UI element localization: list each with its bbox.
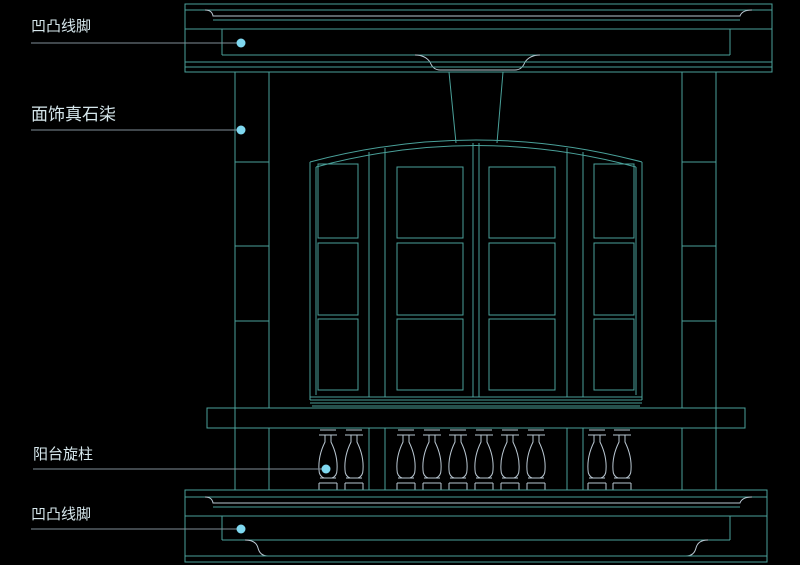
baluster	[448, 429, 468, 491]
baluster	[500, 429, 520, 491]
leader-dot	[236, 524, 246, 534]
baluster	[422, 429, 442, 491]
leader-dot	[321, 464, 331, 474]
right-pilaster	[681, 71, 717, 490]
balcony-slab	[206, 407, 746, 491]
left-pilaster	[234, 71, 270, 490]
annotation-bottom-cornice: 凹凸线脚	[31, 505, 246, 534]
baluster	[344, 429, 364, 491]
annotation-top-cornice: 凹凸线脚	[31, 17, 246, 48]
annotation-stone-facing: 面饰真石柒	[31, 105, 246, 135]
baluster	[526, 429, 546, 491]
leader-dot	[236, 125, 246, 135]
window-frame	[309, 139, 643, 407]
baluster	[474, 429, 494, 491]
baluster-row	[318, 429, 632, 491]
annotation-label: 凹凸线脚	[31, 17, 91, 35]
baluster	[318, 429, 338, 491]
top-cornice	[184, 3, 773, 73]
keystone	[448, 71, 504, 144]
annotation-label: 面饰真石柒	[31, 105, 116, 125]
baluster	[587, 429, 607, 491]
annotation-label: 阳台旋柱	[33, 445, 93, 463]
annotation-label: 凹凸线脚	[31, 505, 91, 523]
baluster	[612, 429, 632, 491]
annotation-baluster: 阳台旋柱	[33, 445, 331, 474]
baluster	[396, 429, 416, 491]
bottom-cornice	[184, 489, 768, 563]
leader-dot	[236, 38, 246, 48]
